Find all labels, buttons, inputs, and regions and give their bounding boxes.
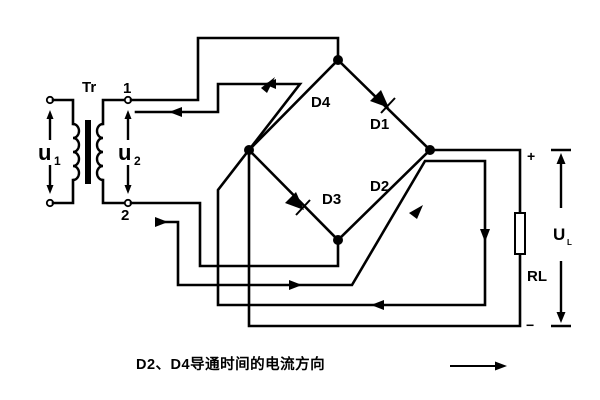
flow-arrow (261, 77, 275, 93)
primary-coil (72, 122, 81, 182)
d4-label: D4 (311, 94, 331, 111)
flow-arrow (289, 280, 302, 290)
flow-arrow (155, 217, 168, 227)
node-bottom (333, 235, 343, 245)
current-flow-path (134, 77, 490, 310)
terminal-1-label: 1 (123, 80, 131, 97)
secondary-coil (95, 122, 104, 182)
d2-label: D2 (370, 178, 389, 195)
u2-voltage-arrows (124, 110, 132, 194)
u1-voltage-arrows (46, 110, 54, 194)
flow-arrow (169, 107, 182, 117)
secondary-winding (95, 95, 133, 208)
transformer-label: Tr (82, 79, 96, 96)
flow-arrow (409, 205, 423, 219)
load-resistor (514, 212, 526, 255)
terminal-2-label: 2 (121, 207, 129, 224)
diode-d3 (285, 192, 311, 216)
diode-bridge (244, 55, 435, 245)
node-top (333, 55, 343, 65)
circuit-wires (129, 36, 522, 328)
u2-subscript: 2 (134, 154, 141, 168)
flow-arrow (371, 300, 384, 310)
ul-label: U (553, 225, 565, 244)
u2-label: u (118, 140, 131, 165)
d1-label: D1 (370, 116, 389, 133)
caption: D2、D4导通时间的电流方向 (136, 357, 326, 373)
primary-winding-circuit (45, 95, 81, 208)
diode-d1 (370, 90, 396, 114)
minus-label: − (526, 317, 534, 333)
load-label: RL (527, 268, 547, 285)
ul-subscript: L (567, 238, 572, 247)
plus-label: + (527, 148, 535, 164)
node-right (425, 145, 435, 155)
flow-arrow (480, 229, 490, 242)
d3-label: D3 (322, 191, 341, 208)
legend-arrow-icon (450, 361, 507, 371)
transformer-core (85, 120, 91, 184)
ul-voltage-arrows (551, 148, 571, 328)
u1-label: u (38, 140, 51, 165)
u1-subscript: 1 (54, 154, 61, 168)
